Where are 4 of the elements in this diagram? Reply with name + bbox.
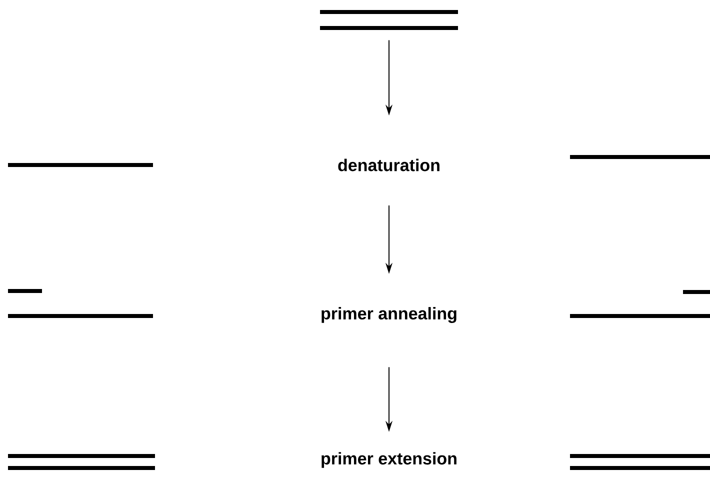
step-label: primer extension (322, 452, 456, 468)
double-strand-drawing (320, 10, 458, 30)
step-label: denaturation (338, 158, 440, 172)
step-label: primer annealing (322, 307, 456, 323)
